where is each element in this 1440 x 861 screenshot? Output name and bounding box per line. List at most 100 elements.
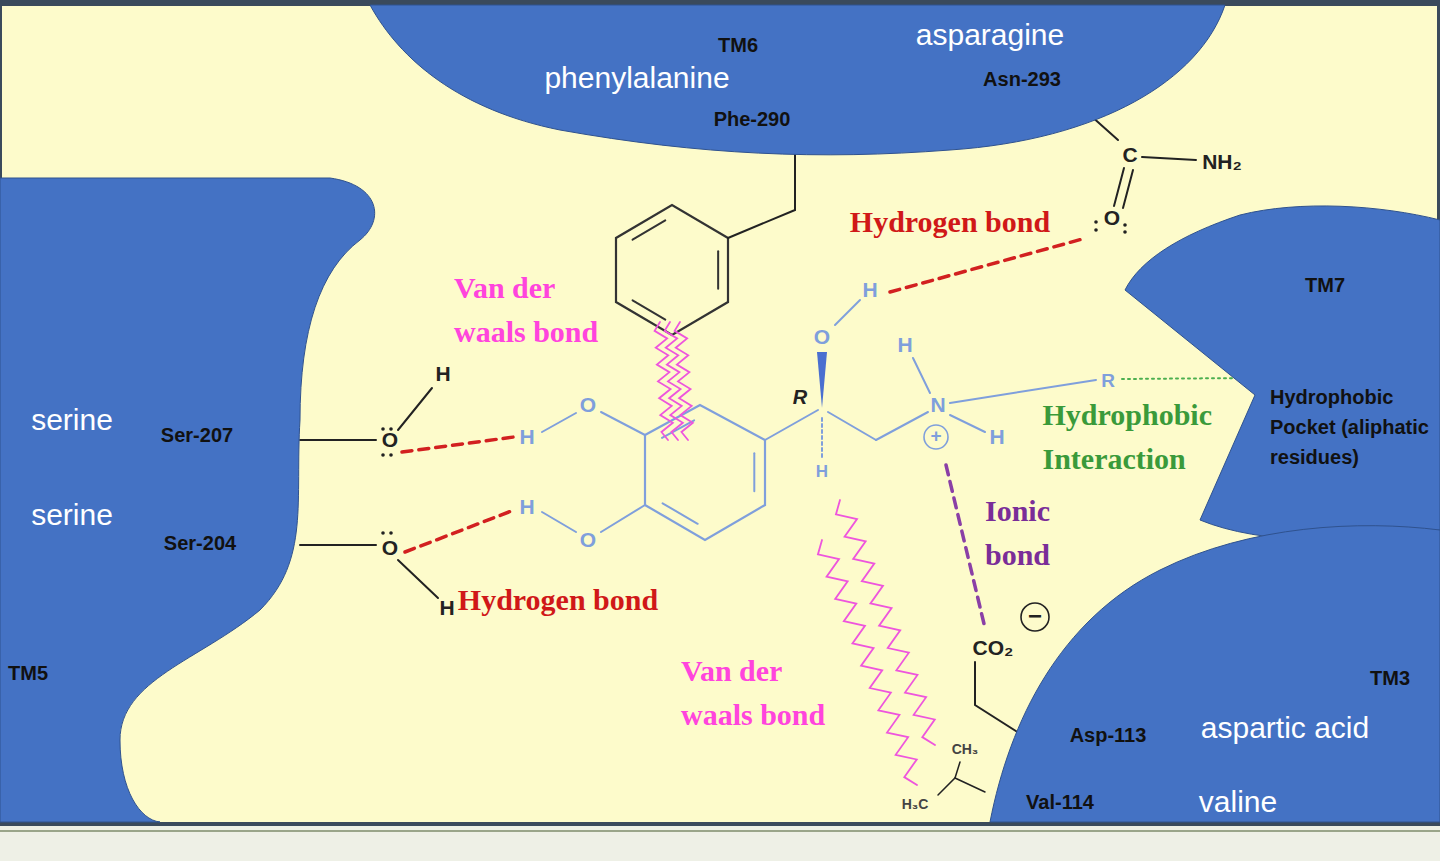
bond-type-label: Van der waals bond xyxy=(454,266,632,354)
wedge-bond xyxy=(817,352,827,408)
atom-label: H xyxy=(519,495,534,518)
lone-pair-dot xyxy=(381,453,385,457)
atom-label: CH₃ xyxy=(952,742,979,757)
bond-line xyxy=(955,762,960,778)
bond-line xyxy=(938,778,985,795)
transmembrane-helix: TM3Asp-113aspartic acidVal-114valine xyxy=(985,520,1440,825)
charge-circle xyxy=(924,425,948,449)
residue-name: asparagine xyxy=(916,18,1064,52)
aromatic-double-bond xyxy=(633,220,666,239)
bond-line xyxy=(542,512,576,532)
bond-line xyxy=(876,412,928,440)
bond-line xyxy=(1123,170,1133,208)
charge-circle xyxy=(1021,603,1049,631)
lone-pair-dot xyxy=(381,531,385,535)
bond-line xyxy=(1142,157,1196,160)
lone-pair-dot xyxy=(389,531,393,535)
residue-name: serine xyxy=(31,498,113,532)
aromatic-double-bond xyxy=(753,453,755,491)
van-der-waals-wave xyxy=(655,322,673,440)
aromatic-double-bond xyxy=(663,503,698,523)
aromatic-double-bond xyxy=(633,300,666,319)
residue-label: TM7 xyxy=(1305,274,1345,297)
bond-line xyxy=(1114,168,1124,206)
residue-name: phenylalanine xyxy=(544,61,729,95)
atom-label: O xyxy=(814,325,830,348)
transmembrane-helix: serineSer-207serineSer-204TM5 xyxy=(0,175,390,825)
hydrogen-bond-dash xyxy=(405,510,514,552)
atom-label: CO₂ xyxy=(973,636,1014,659)
atom-label: O xyxy=(382,536,398,559)
helix-outline xyxy=(1125,206,1440,540)
atom-label: H xyxy=(989,425,1004,448)
bond-line xyxy=(835,300,860,325)
residue-label: TM3 xyxy=(1370,667,1410,690)
bond-line xyxy=(728,150,795,238)
atom-label: R xyxy=(1101,371,1115,392)
helix-shape xyxy=(1120,200,1440,550)
bond-line xyxy=(398,388,432,430)
bond-line xyxy=(300,544,376,546)
atom-label: H xyxy=(519,425,534,448)
bond-type-label: Ionic bond xyxy=(985,489,1075,577)
helix-shape xyxy=(370,0,1230,165)
residue-label: TM6 xyxy=(718,34,758,57)
residue-label: Phe-290 xyxy=(714,108,791,131)
bond-line xyxy=(542,413,576,432)
aromatic-ring xyxy=(645,405,765,540)
lone-pair-dot xyxy=(389,453,393,457)
atom-label: O xyxy=(580,393,596,416)
atom-label: O xyxy=(580,528,596,551)
residue-label: Val-114 xyxy=(1026,791,1094,814)
helix-outline xyxy=(990,526,1440,822)
lone-pair-dot xyxy=(1123,223,1127,227)
lone-pair-dot xyxy=(1123,230,1127,234)
hydrogen-bond-dash xyxy=(402,437,514,452)
atom-label: − xyxy=(1028,603,1042,629)
atom-label: H xyxy=(897,333,912,356)
atom-label: H xyxy=(435,362,450,385)
atom-label: N xyxy=(930,393,945,416)
transmembrane-helix: TM6 asparagine phenylalanine Asn-293Phe-290 xyxy=(370,0,1230,165)
bond-type-label: Hydrophobic Interaction xyxy=(1043,393,1258,481)
residue-name: aspartic acid xyxy=(1201,711,1369,745)
residue-label: TM5 xyxy=(8,662,48,685)
residue-name: valine xyxy=(1199,785,1277,819)
bond-line xyxy=(398,560,438,598)
atom-label: O xyxy=(382,428,398,451)
aromatic-double-bond xyxy=(662,420,694,438)
atom-label: + xyxy=(930,426,941,447)
atom-label: O xyxy=(1104,206,1120,229)
atom-label: H xyxy=(862,278,877,301)
bond-line xyxy=(601,505,645,532)
helix-outline xyxy=(0,178,375,822)
bond-line xyxy=(1122,378,1248,379)
residue-name: serine xyxy=(31,403,113,437)
atom-label: H xyxy=(816,463,828,482)
atom-label: NH₂ xyxy=(1202,150,1242,173)
bond-type-label: Hydrogen bond xyxy=(458,578,658,622)
atom-label: R xyxy=(793,386,807,408)
atom-label: H₃C xyxy=(902,797,929,812)
bond-type-label: Hydrogen bond xyxy=(850,200,1050,244)
lone-pair-dot xyxy=(1094,228,1098,232)
atom-label: H xyxy=(439,596,454,619)
ionic-bond-dash xyxy=(946,465,985,628)
aromatic-ring xyxy=(616,205,728,335)
lone-pair-dot xyxy=(1094,220,1098,224)
bond-line xyxy=(913,358,930,393)
helix-outline xyxy=(370,5,1225,155)
residue-label: Ser-207 xyxy=(161,424,233,447)
bond-line xyxy=(828,412,876,440)
bond-type-label: Van der waals bond xyxy=(681,649,859,737)
bond-line xyxy=(300,439,376,441)
residue-label: Asn-293 xyxy=(983,68,1061,91)
van-der-waals-wave xyxy=(665,322,683,440)
bond-line xyxy=(601,412,645,435)
bond-line xyxy=(765,410,818,440)
bond-line xyxy=(950,415,985,432)
residue-label: Ser-204 xyxy=(164,532,236,555)
residue-label: Hydrophobic Pocket (aliphatic residues) xyxy=(1270,382,1436,472)
atom-label: C xyxy=(1122,143,1137,166)
